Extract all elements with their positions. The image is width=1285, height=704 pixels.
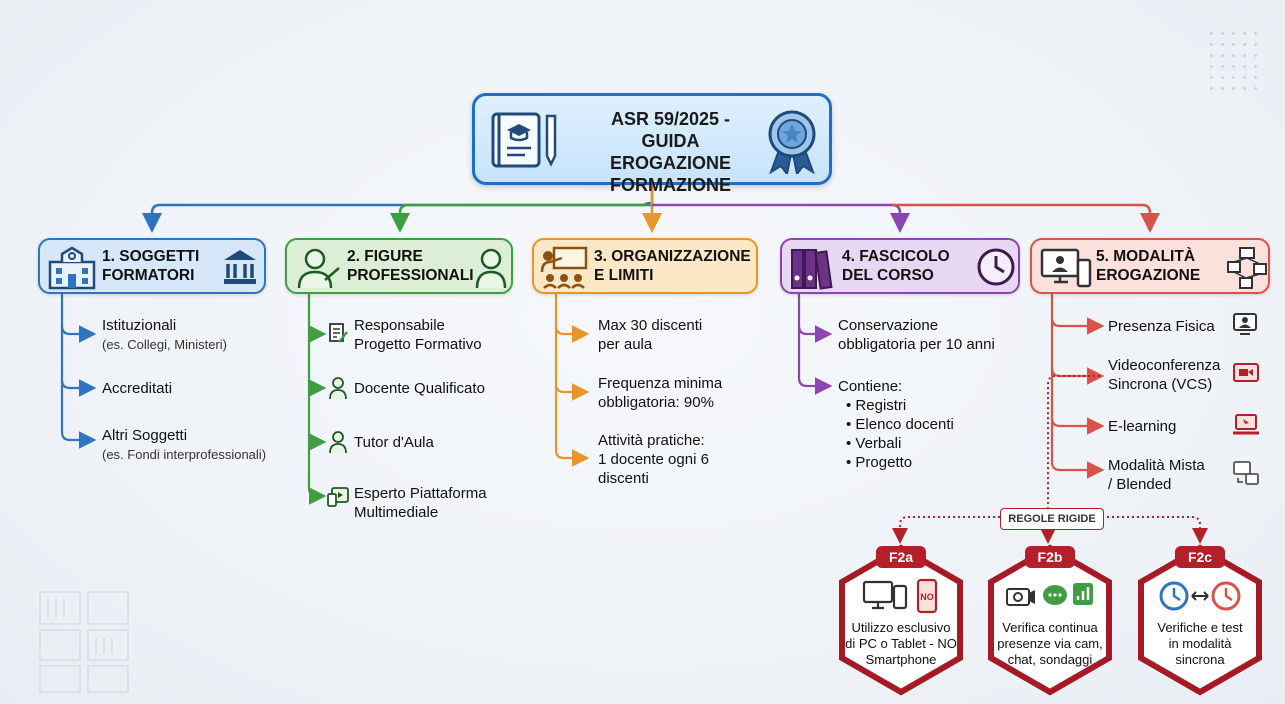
teacher-icon (329, 377, 347, 400)
award-ribbon-icon (768, 110, 816, 174)
school-building-icon (48, 246, 96, 290)
devices-icon (1040, 248, 1092, 288)
edge-root-cat4 (652, 203, 910, 233)
binders-icon (791, 249, 833, 290)
edge-root-cat2 (390, 203, 652, 233)
list-item: Modalità Mista/ Blended (1108, 457, 1205, 493)
list-item: Contiene: • Registri • Elenco docenti • … (838, 378, 954, 471)
sync-clocks-icon (1159, 581, 1241, 611)
blended-icon (1233, 461, 1259, 485)
list-item: Presenza Fisica (1108, 318, 1215, 335)
clock-icon (977, 248, 1015, 286)
list-item: Docente Qualificato (354, 380, 485, 397)
list-item: Accreditati (102, 380, 173, 397)
video-icon (1233, 363, 1259, 382)
network-icon (1227, 247, 1267, 289)
cam-chat-poll-icon (1006, 583, 1093, 606)
root-node: ASR 59/2025 - GUIDA EROGAZIONE FORMAZION… (472, 93, 832, 195)
tutor-icon (329, 431, 347, 454)
classroom-icon (540, 246, 588, 289)
svg-text:NO: NO (920, 592, 934, 602)
book-graduation-icon (491, 112, 557, 168)
person-icon (475, 248, 507, 289)
rule-code-badge: F2c (1175, 546, 1225, 568)
rule-code-badge: F2b (1025, 546, 1075, 568)
decorative-pattern (39, 591, 129, 693)
laptop-icon (1233, 414, 1259, 435)
pc-tablet-phone-icon: NO (862, 578, 938, 614)
rules-badge: REGOLE RIGIDE (1000, 508, 1104, 530)
list-item: Istituzionali (es. Collegi, Ministeri) (102, 317, 227, 352)
page-title: ASR 59/2025 - GUIDA EROGAZIONE FORMAZION… (609, 109, 731, 195)
edge-root-cat5 (892, 203, 1160, 233)
list-item: Altri Soggetti (es. Fondi interprofessio… (102, 427, 267, 462)
list-item: E-learning (1108, 418, 1177, 435)
in-person-icon (1233, 313, 1257, 335)
institution-icon (224, 250, 256, 284)
media-platform-icon (327, 487, 349, 507)
decorative-dot-grid (1206, 28, 1262, 94)
list-item: Tutor d'Aula (354, 434, 434, 451)
document-pen-icon (329, 323, 348, 343)
professional-icon (297, 248, 340, 289)
rule-code-badge: F2a (876, 546, 926, 568)
